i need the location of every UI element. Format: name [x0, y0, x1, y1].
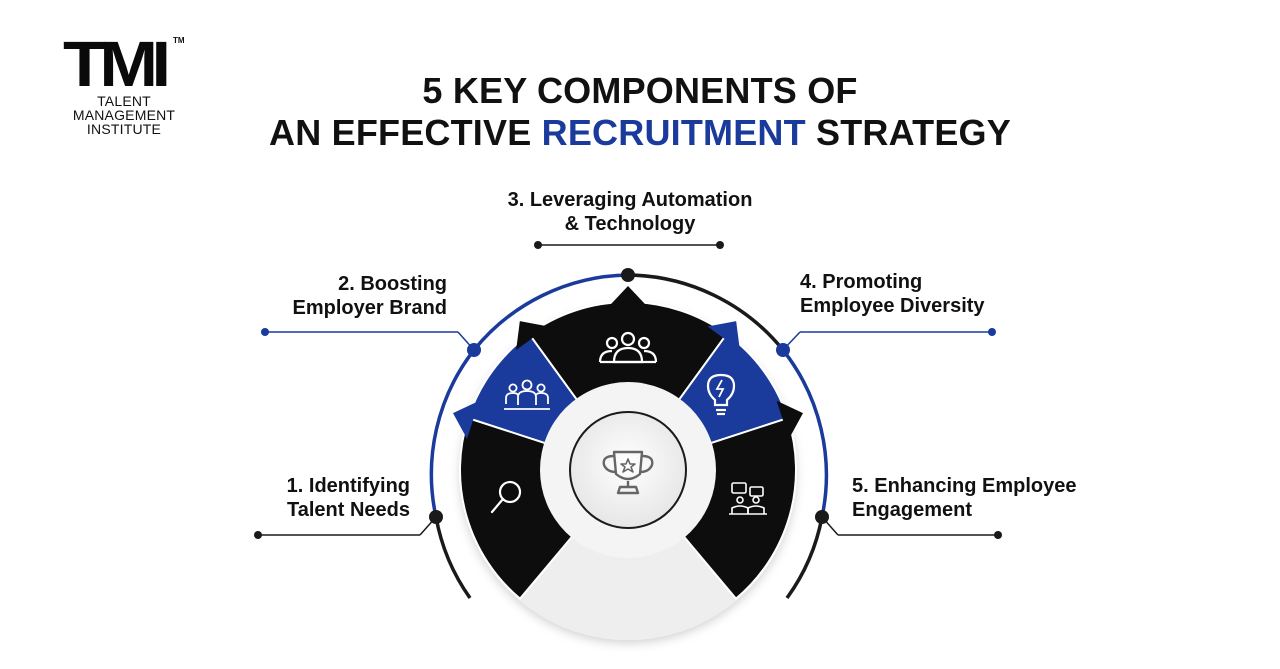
connector-4: [776, 328, 996, 357]
outer-arc-left-dark-2: [429, 348, 476, 518]
logo-line-2: MANAGEMENT: [72, 107, 176, 123]
component-2-label: 2. Boosting Employer Brand: [250, 272, 447, 320]
logo-line-1: TALENT: [97, 93, 151, 109]
connector-3: [534, 241, 724, 282]
page-title: 5 KEY COMPONENTS OF AN EFFECTIVE RECRUIT…: [0, 70, 1280, 154]
outer-arc-left-dark: [434, 516, 472, 600]
component-4-line-2: Employee Diversity: [800, 295, 985, 317]
segment-arrow-1: [453, 400, 480, 439]
logo-mark: TMI: [63, 28, 171, 100]
segment-arrow-5: [516, 321, 549, 351]
component-1-label: 1. Identifying Talent Needs: [250, 474, 410, 522]
component-5-line-1: 5. Enhancing Employee: [852, 475, 1077, 497]
component-3-line-2: & Technology: [564, 213, 696, 235]
outer-arc-right: [781, 348, 829, 518]
segment-arrow-4: [776, 400, 803, 439]
meeting-chat-icon: [729, 482, 767, 515]
component-4-line-1: 4. Promoting: [800, 271, 923, 293]
component-1-line-2: Talent Needs: [287, 499, 410, 521]
title-suffix: STRATEGY: [805, 112, 1011, 153]
outer-arc-top-left: [472, 273, 629, 352]
people-group-icon: [504, 379, 550, 410]
outer-arc-right-lower: [785, 516, 824, 600]
users-icon: [598, 331, 658, 364]
component-5-label: 5. Enhancing Employee Engagement: [852, 474, 1102, 522]
component-2-line-2: Employer Brand: [292, 297, 447, 319]
component-5-line-2: Engagement: [852, 499, 973, 521]
logo-trademark: TM: [173, 36, 185, 45]
component-3-label: 3. Leveraging Automation & Technology: [480, 188, 780, 236]
component-1-line-1: 1. Identifying: [286, 475, 410, 497]
magnifier-icon: [490, 480, 522, 514]
tmi-logo: TMI TM TALENT MANAGEMENT INSTITUTE: [63, 28, 188, 146]
component-2-line-1: 2. Boosting: [338, 273, 447, 295]
outer-arc-top-right: [627, 273, 785, 352]
title-line-1: 5 KEY COMPONENTS OF: [422, 70, 858, 111]
logo-subtitle: TALENT MANAGEMENT INSTITUTE: [63, 94, 185, 136]
connector-5: [815, 510, 1002, 539]
center-disc: [569, 411, 687, 529]
title-line-2: AN EFFECTIVE RECRUITMENT STRATEGY: [0, 112, 1280, 154]
lightbulb-icon: [706, 373, 736, 416]
component-3-line-1: 3. Leveraging Automation: [507, 189, 753, 211]
segment-arrow-2: [608, 286, 648, 308]
component-4-label: 4. Promoting Employee Diversity: [800, 270, 1020, 318]
logo-line-3: INSTITUTE: [86, 121, 162, 137]
title-prefix: AN EFFECTIVE: [269, 112, 542, 153]
trophy-icon: [602, 450, 654, 495]
connector-1: [254, 510, 443, 539]
title-accent: RECRUITMENT: [541, 112, 806, 153]
connector-2: [261, 328, 481, 357]
segment-arrow-3: [707, 321, 740, 351]
